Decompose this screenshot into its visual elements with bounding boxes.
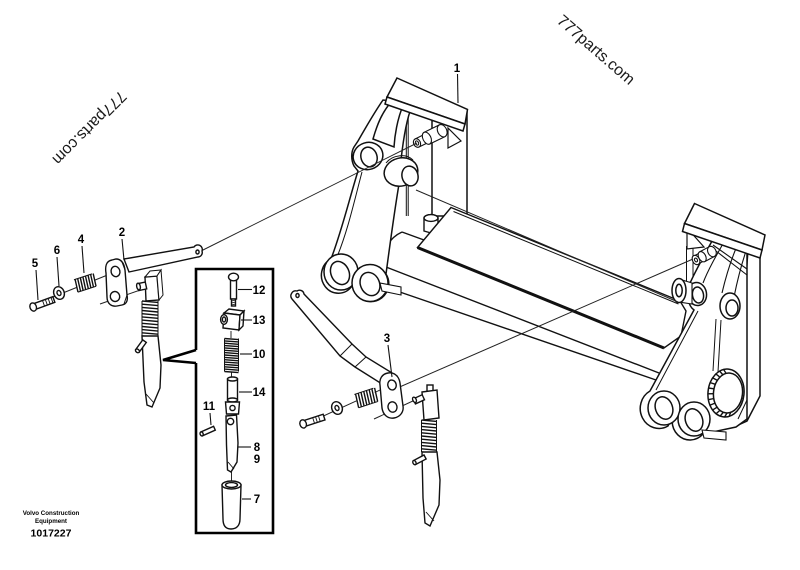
svg-text:7: 7: [254, 494, 260, 506]
svg-text:12: 12: [253, 285, 266, 297]
svg-text:13: 13: [253, 315, 266, 327]
svg-text:8: 8: [254, 442, 261, 454]
svg-text:1: 1: [454, 63, 461, 75]
svg-text:4: 4: [78, 234, 85, 246]
svg-text:11: 11: [203, 401, 216, 413]
svg-text:2: 2: [119, 227, 125, 239]
svg-text:6: 6: [54, 245, 60, 257]
svg-text:14: 14: [253, 387, 266, 399]
svg-text:10: 10: [253, 349, 266, 361]
svg-text:5: 5: [32, 258, 39, 270]
svg-text:3: 3: [384, 333, 390, 345]
svg-text:9: 9: [254, 454, 260, 466]
svg-text:1017227: 1017227: [31, 528, 72, 540]
svg-text:Volvo Construction: Volvo Construction: [23, 510, 80, 517]
svg-text:Equipment: Equipment: [35, 518, 67, 525]
